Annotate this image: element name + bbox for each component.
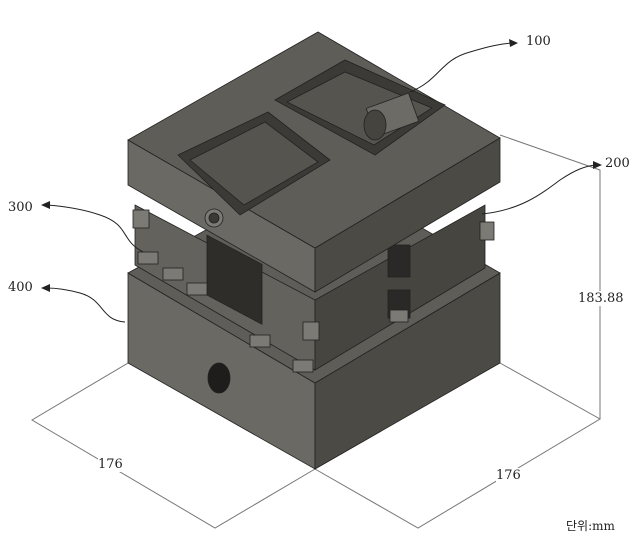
unit-label: 단위:mm <box>566 519 615 533</box>
label-300: 300 <box>8 200 33 215</box>
height-dimension: 183.88 <box>578 291 624 306</box>
label-400: 400 <box>8 280 33 295</box>
middle-slot <box>387 244 411 278</box>
lid-port-inner <box>208 212 220 224</box>
leader-lines <box>46 42 597 323</box>
leader-300 <box>46 204 144 253</box>
label-100: 100 <box>526 34 551 49</box>
leader-200 <box>481 164 597 215</box>
clamp-blocks <box>132 209 495 373</box>
arrowheads <box>41 39 602 292</box>
arrow-200-icon <box>593 161 602 169</box>
dim-line-left-width <box>31 362 316 529</box>
leader-400 <box>46 287 126 323</box>
bottom-block-hole <box>207 362 231 394</box>
leader-100 <box>409 42 513 93</box>
middle-right-face <box>314 204 486 371</box>
dim-line-height <box>499 134 601 419</box>
label-200: 200 <box>605 156 630 171</box>
middle-section <box>132 204 495 373</box>
top-lid <box>127 31 501 293</box>
lid-top-face <box>127 31 501 249</box>
arrow-400-icon <box>41 284 50 292</box>
width-dimension-right: 176 <box>496 468 521 483</box>
arrow-300-icon <box>41 201 50 209</box>
arrow-100-icon <box>509 39 518 47</box>
middle-opening <box>206 234 263 325</box>
core-cylinder <box>363 92 420 141</box>
cavity-left-floor <box>189 121 319 206</box>
width-dimension-left: 176 <box>98 457 123 472</box>
